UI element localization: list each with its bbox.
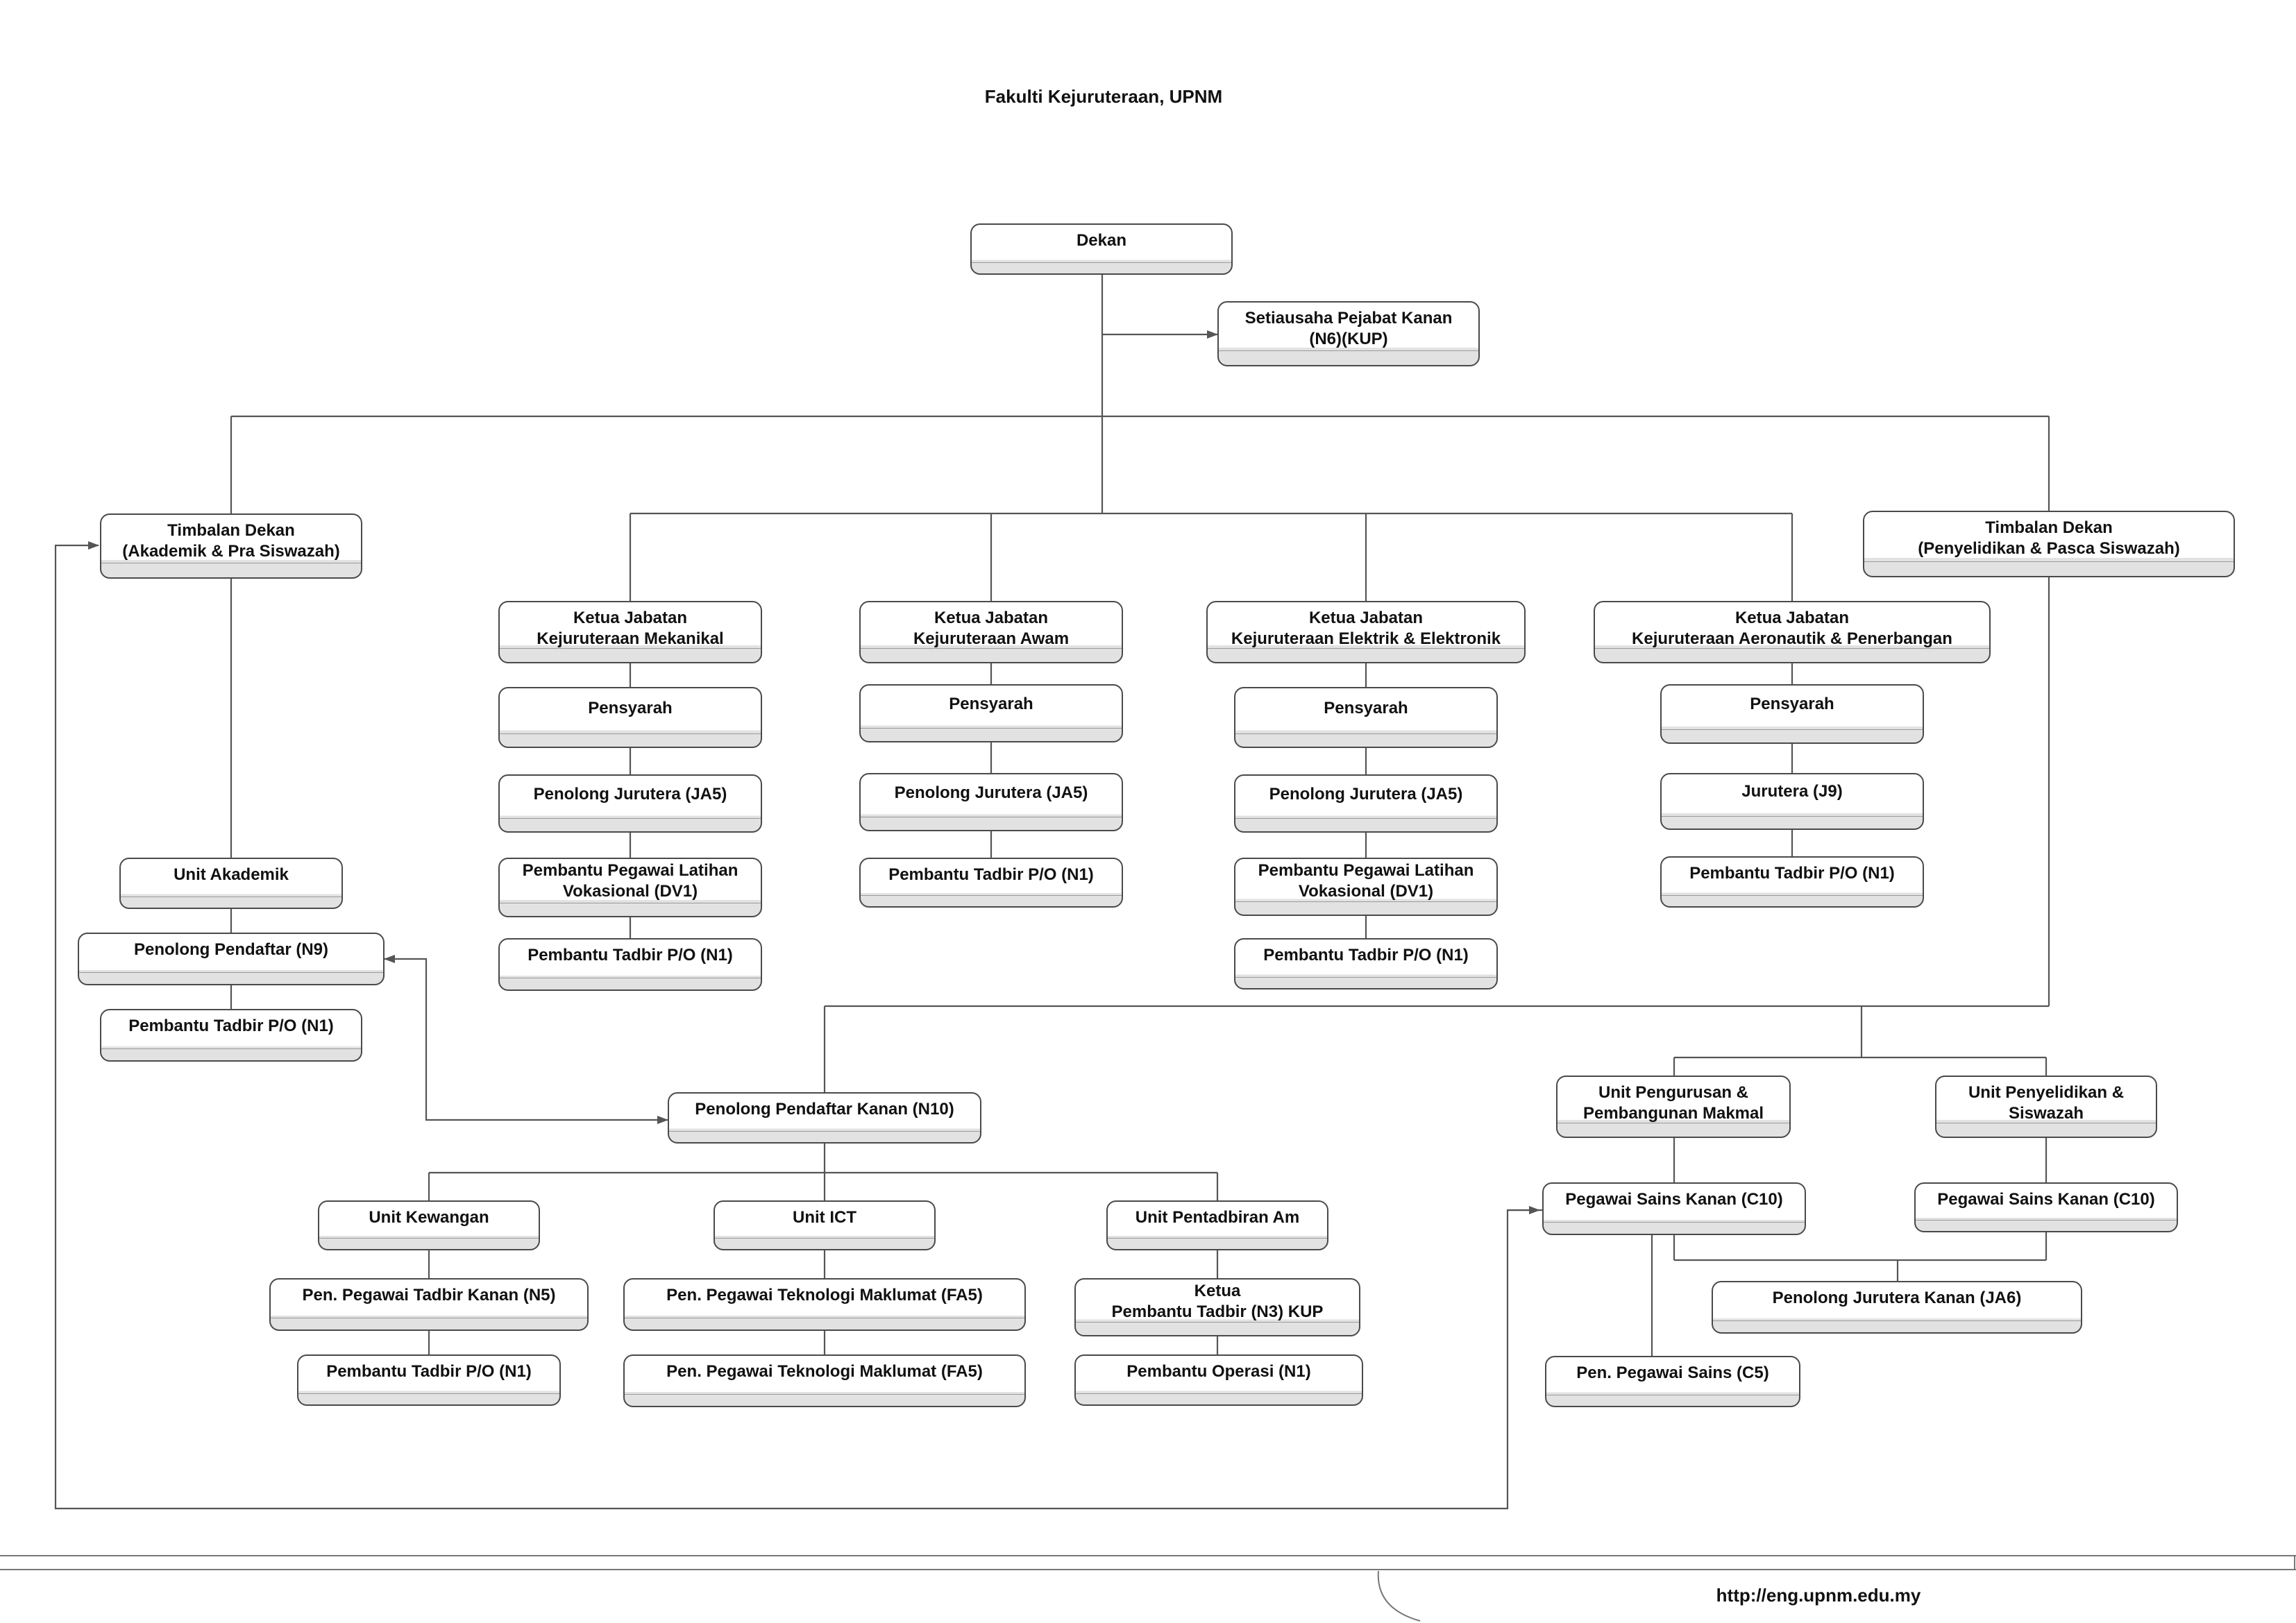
box-pensyarah-aeronautik: Pensyarah <box>1660 684 1924 744</box>
label-dekan: Dekan <box>1076 231 1127 250</box>
box-pembantu-latihan-elektrik: Pembantu Pegawai Latihan Vokasional (DV1… <box>1234 858 1498 916</box>
box-unit-penyelidikan: Unit Penyelidikan & Siswazah <box>1935 1076 2157 1138</box>
label-pembantu-operasi: Pembantu Operasi (N1) <box>1126 1362 1311 1381</box>
label-penolong-jurutera-mekanikal: Penolong Jurutera (JA5) <box>533 785 727 804</box>
label-pegawai-sains-kanan-makmal: Pegawai Sains Kanan (C10) <box>1565 1190 1783 1209</box>
box-penolong-jurutera-awam: Penolong Jurutera (JA5) <box>859 773 1123 831</box>
box-penolong-jurutera-mekanikal: Penolong Jurutera (JA5) <box>498 774 762 833</box>
label-kj-awam: Ketua Jabatan Kejuruteraan Awam <box>913 609 1070 648</box>
label-kj-aeronautik: Ketua Jabatan Kejuruteraan Aeronautik & … <box>1632 609 1952 648</box>
label-ketua-pembantu-tadbir: Ketua Pembantu Tadbir (N3) KUP <box>1111 1282 1324 1321</box>
label-penolong-pendaftar-kanan: Penolong Pendaftar Kanan (N10) <box>695 1100 954 1119</box>
box-kj-elektrik: Ketua Jabatan Kejuruteraan Elektrik & El… <box>1206 601 1526 663</box>
label-pensyarah-elektrik: Pensyarah <box>1324 699 1408 717</box>
box-pembantu-tadbir-kewangan: Pembantu Tadbir P/O (N1) <box>297 1354 561 1406</box>
label-pembantu-tadbir-elektrik: Pembantu Tadbir P/O (N1) <box>1263 946 1469 965</box>
box-pembantu-tadbir-awam: Pembantu Tadbir P/O (N1) <box>859 858 1123 908</box>
box-kj-awam: Ketua Jabatan Kejuruteraan Awam <box>859 601 1123 663</box>
label-unit-penyelidikan: Unit Penyelidikan & Siswazah <box>1968 1083 2125 1123</box>
box-pen-pegawai-tm-1: Pen. Pegawai Teknologi Maklumat (FA5) <box>623 1278 1026 1331</box>
label-pensyarah-awam: Pensyarah <box>949 695 1033 713</box>
box-kj-aeronautik: Ketua Jabatan Kejuruteraan Aeronautik & … <box>1594 601 1991 663</box>
label-pembantu-tadbir-awam: Pembantu Tadbir P/O (N1) <box>888 865 1094 884</box>
label-pegawai-sains-kanan-penyelidikan: Pegawai Sains Kanan (C10) <box>1937 1190 2155 1209</box>
box-ketua-pembantu-tadbir: Ketua Pembantu Tadbir (N3) KUP <box>1074 1278 1360 1336</box>
box-pembantu-operasi: Pembantu Operasi (N1) <box>1074 1354 1363 1406</box>
label-penolong-jurutera-awam: Penolong Jurutera (JA5) <box>894 783 1088 802</box>
label-pembantu-tadbir-aeronautik: Pembantu Tadbir P/O (N1) <box>1689 864 1895 883</box>
box-pembantu-latihan-mekanikal: Pembantu Pegawai Latihan Vokasional (DV1… <box>498 858 762 917</box>
page-title: Fakulti Kejuruteraan, UPNM <box>984 86 1223 107</box>
label-timbalan-dekan-akademik: Timbalan Dekan (Akademik & Pra Siswazah) <box>122 521 340 561</box>
box-pensyarah-awam: Pensyarah <box>859 684 1123 742</box>
label-penolong-jurutera-elektrik: Penolong Jurutera (JA5) <box>1269 785 1463 804</box>
label-setiausaha: Setiausaha Pejabat Kanan (N6)(KUP) <box>1244 309 1453 348</box>
box-dekan: Dekan <box>970 223 1233 275</box>
label-unit-akademik: Unit Akademik <box>174 865 289 884</box>
label-pen-pegawai-tadbir-kanan: Pen. Pegawai Tadbir Kanan (N5) <box>302 1286 556 1305</box>
label-unit-makmal: Unit Pengurusan & Pembangunan Makmal <box>1582 1083 1764 1123</box>
label-pembantu-latihan-mekanikal: Pembantu Pegawai Latihan Vokasional (DV1… <box>522 861 738 901</box>
label-penolong-jurutera-kanan: Penolong Jurutera Kanan (JA6) <box>1772 1289 2022 1307</box>
box-kj-mekanikal: Ketua Jabatan Kejuruteraan Mekanikal <box>498 601 762 663</box>
label-timbalan-dekan-penyelidikan: Timbalan Dekan (Penyelidikan & Pasca Sis… <box>1918 518 2180 558</box>
label-pen-pegawai-tm-1: Pen. Pegawai Teknologi Maklumat (FA5) <box>666 1286 983 1305</box>
box-pembantu-tadbir-akademik: Pembantu Tadbir P/O (N1) <box>100 1009 362 1062</box>
box-unit-ict: Unit ICT <box>714 1200 936 1250</box>
label-kj-mekanikal: Ketua Jabatan Kejuruteraan Mekanikal <box>537 609 724 648</box>
label-pembantu-tadbir-kewangan: Pembantu Tadbir P/O (N1) <box>326 1362 532 1381</box>
label-pembantu-latihan-elektrik: Pembantu Pegawai Latihan Vokasional (DV1… <box>1258 861 1474 901</box>
footer-curve <box>1377 1570 1421 1622</box>
box-unit-akademik: Unit Akademik <box>119 858 343 909</box>
box-pembantu-tadbir-aeronautik: Pembantu Tadbir P/O (N1) <box>1660 856 1924 908</box>
box-pembantu-tadbir-elektrik: Pembantu Tadbir P/O (N1) <box>1234 938 1498 989</box>
label-jurutera-aeronautik: Jurutera (J9) <box>1741 782 1843 801</box>
box-penolong-jurutera-elektrik: Penolong Jurutera (JA5) <box>1234 774 1498 833</box>
label-unit-ict: Unit ICT <box>793 1208 856 1227</box>
box-pegawai-sains-kanan-penyelidikan: Pegawai Sains Kanan (C10) <box>1914 1182 2178 1232</box>
box-timbalan-dekan-akademik: Timbalan Dekan (Akademik & Pra Siswazah) <box>100 513 362 579</box>
box-unit-makmal: Unit Pengurusan & Pembangunan Makmal <box>1556 1076 1791 1138</box>
connector <box>384 955 668 1124</box>
label-pensyarah-aeronautik: Pensyarah <box>1750 695 1834 713</box>
label-unit-kewangan: Unit Kewangan <box>369 1208 489 1227</box>
box-timbalan-dekan-penyelidikan: Timbalan Dekan (Penyelidikan & Pasca Sis… <box>1863 511 2235 577</box>
box-penolong-pendaftar: Penolong Pendaftar (N9) <box>78 933 385 985</box>
label-penolong-pendaftar: Penolong Pendaftar (N9) <box>133 940 329 959</box>
label-pensyarah-mekanikal: Pensyarah <box>588 699 673 717</box>
box-penolong-pendaftar-kanan: Penolong Pendaftar Kanan (N10) <box>668 1092 981 1144</box>
box-jurutera-aeronautik: Jurutera (J9) <box>1660 773 1924 830</box>
box-pensyarah-mekanikal: Pensyarah <box>498 687 762 748</box>
label-pembantu-tadbir-akademik: Pembantu Tadbir P/O (N1) <box>128 1017 334 1035</box>
box-penolong-jurutera-kanan: Penolong Jurutera Kanan (JA6) <box>1712 1281 2082 1334</box>
box-unit-kewangan: Unit Kewangan <box>318 1200 540 1250</box>
label-unit-pentadbiran: Unit Pentadbiran Am <box>1135 1208 1300 1227</box>
box-pembantu-tadbir-mekanikal: Pembantu Tadbir P/O (N1) <box>498 938 762 991</box>
box-pen-pegawai-sains: Pen. Pegawai Sains (C5) <box>1545 1356 1800 1407</box>
box-pen-pegawai-tm-2: Pen. Pegawai Teknologi Maklumat (FA5) <box>623 1354 1026 1407</box>
box-pen-pegawai-tadbir-kanan: Pen. Pegawai Tadbir Kanan (N5) <box>269 1278 589 1331</box>
label-pen-pegawai-tm-2: Pen. Pegawai Teknologi Maklumat (FA5) <box>666 1362 983 1381</box>
box-setiausaha: Setiausaha Pejabat Kanan (N6)(KUP) <box>1217 301 1480 366</box>
box-pensyarah-elektrik: Pensyarah <box>1234 687 1498 748</box>
label-pen-pegawai-sains: Pen. Pegawai Sains (C5) <box>1576 1363 1769 1382</box>
box-pegawai-sains-kanan-makmal: Pegawai Sains Kanan (C10) <box>1542 1182 1806 1235</box>
box-unit-pentadbiran: Unit Pentadbiran Am <box>1106 1200 1328 1250</box>
label-pembantu-tadbir-mekanikal: Pembantu Tadbir P/O (N1) <box>527 946 733 965</box>
label-kj-elektrik: Ketua Jabatan Kejuruteraan Elektrik & El… <box>1231 609 1501 648</box>
footer-url[interactable]: http://eng.upnm.edu.my <box>1716 1585 1921 1606</box>
